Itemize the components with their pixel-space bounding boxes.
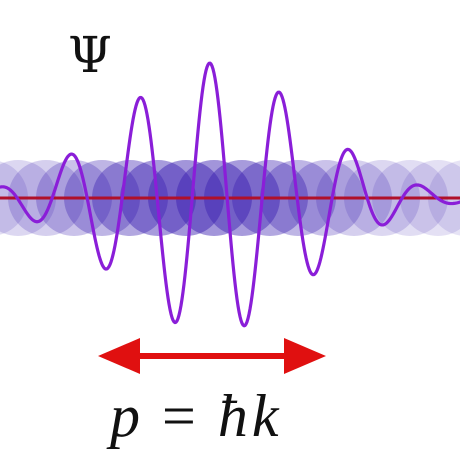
wavefunction-curve: [0, 61, 460, 328]
momentum-arrow: [98, 338, 326, 374]
formula-p: p: [106, 383, 140, 449]
formula-hbar: ħ: [218, 383, 248, 449]
formula-equals: =: [162, 383, 196, 449]
arrow-head-left: [98, 338, 140, 374]
momentum-formula: p = ħ k: [106, 383, 280, 449]
arrow-head-right: [284, 338, 326, 374]
formula-k: k: [252, 383, 280, 449]
psi-label: Ψ: [68, 26, 112, 84]
